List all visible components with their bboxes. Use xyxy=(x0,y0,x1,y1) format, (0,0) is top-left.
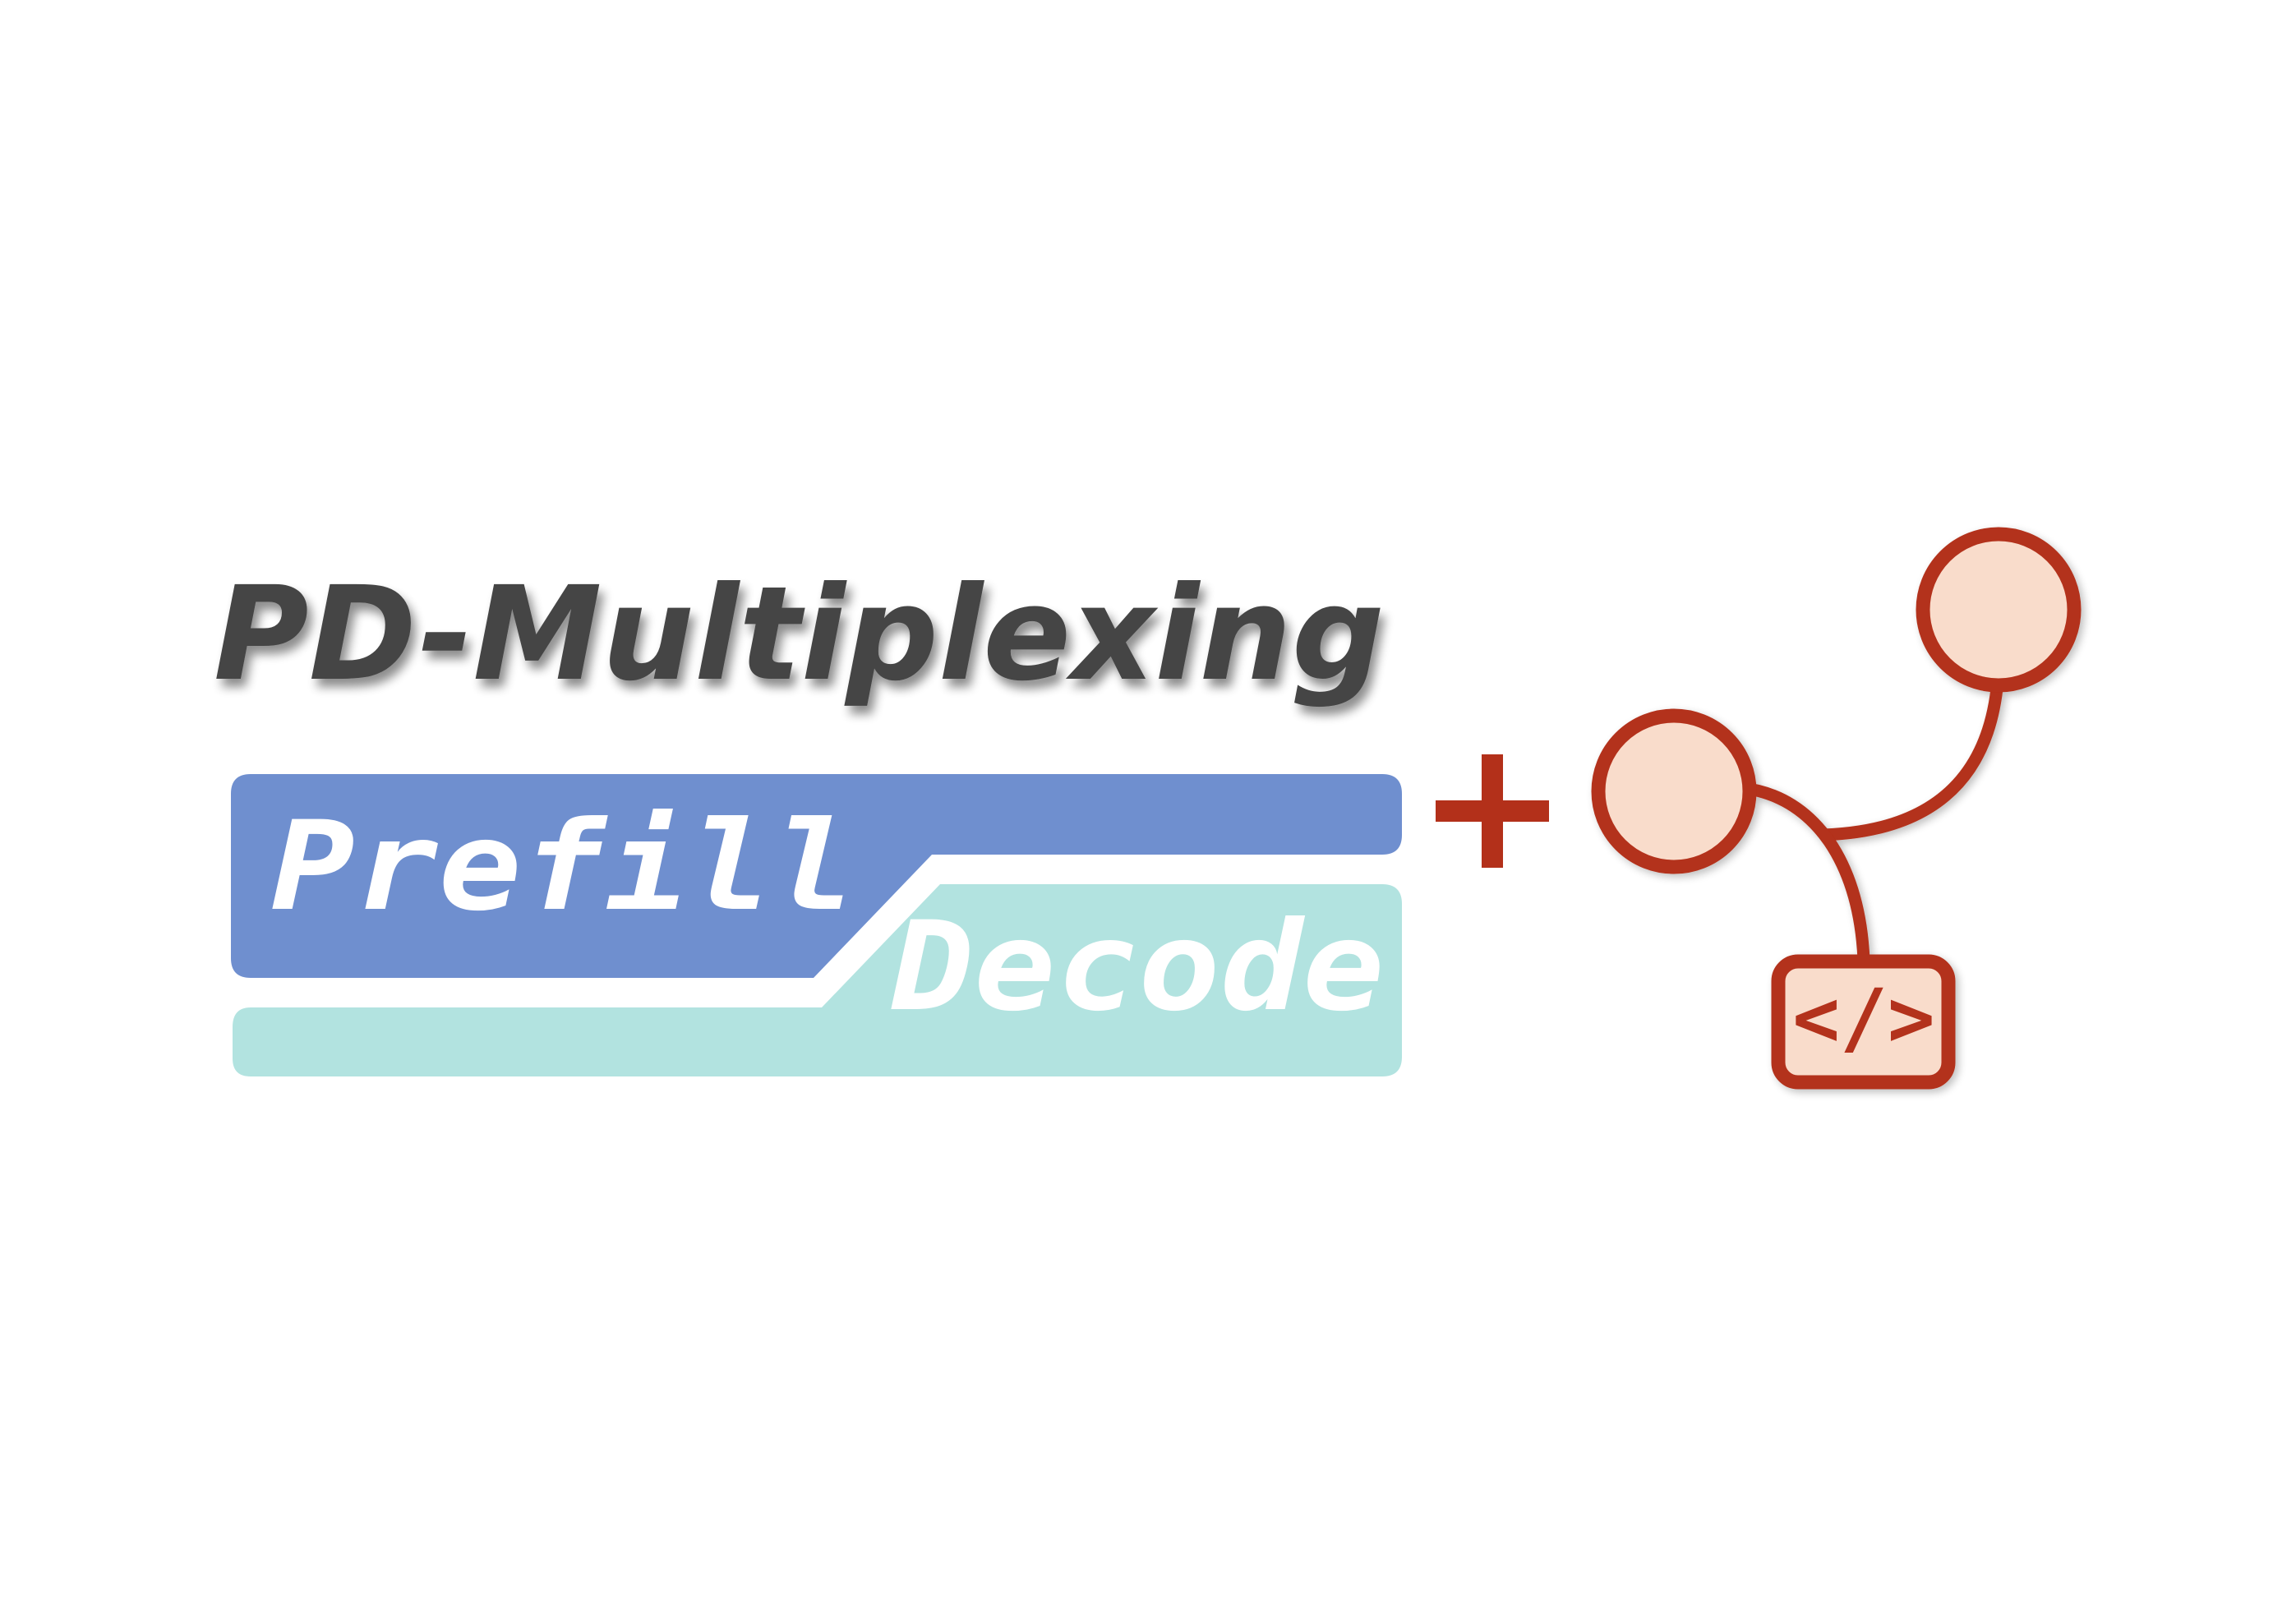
decode-label: Decode xyxy=(891,896,1385,1039)
plus-icon xyxy=(1436,754,1549,868)
decode-band xyxy=(233,884,1402,1076)
code-symbol: </> xyxy=(1792,972,1934,1064)
graph-edge-lower xyxy=(1747,782,1870,961)
prefill-label: Prefill xyxy=(271,795,856,938)
branch-graph-icon: </> xyxy=(1591,527,2082,1090)
graph-node-top xyxy=(1916,527,2082,693)
code-box xyxy=(1771,954,1956,1090)
graph-node-left xyxy=(1591,708,1757,874)
prefill-band xyxy=(231,774,1402,978)
plus-sign: + xyxy=(0,0,1,1)
diagram-title: PD-Multiplexing xyxy=(214,559,1385,710)
graph-edge-upper xyxy=(1822,688,2003,841)
